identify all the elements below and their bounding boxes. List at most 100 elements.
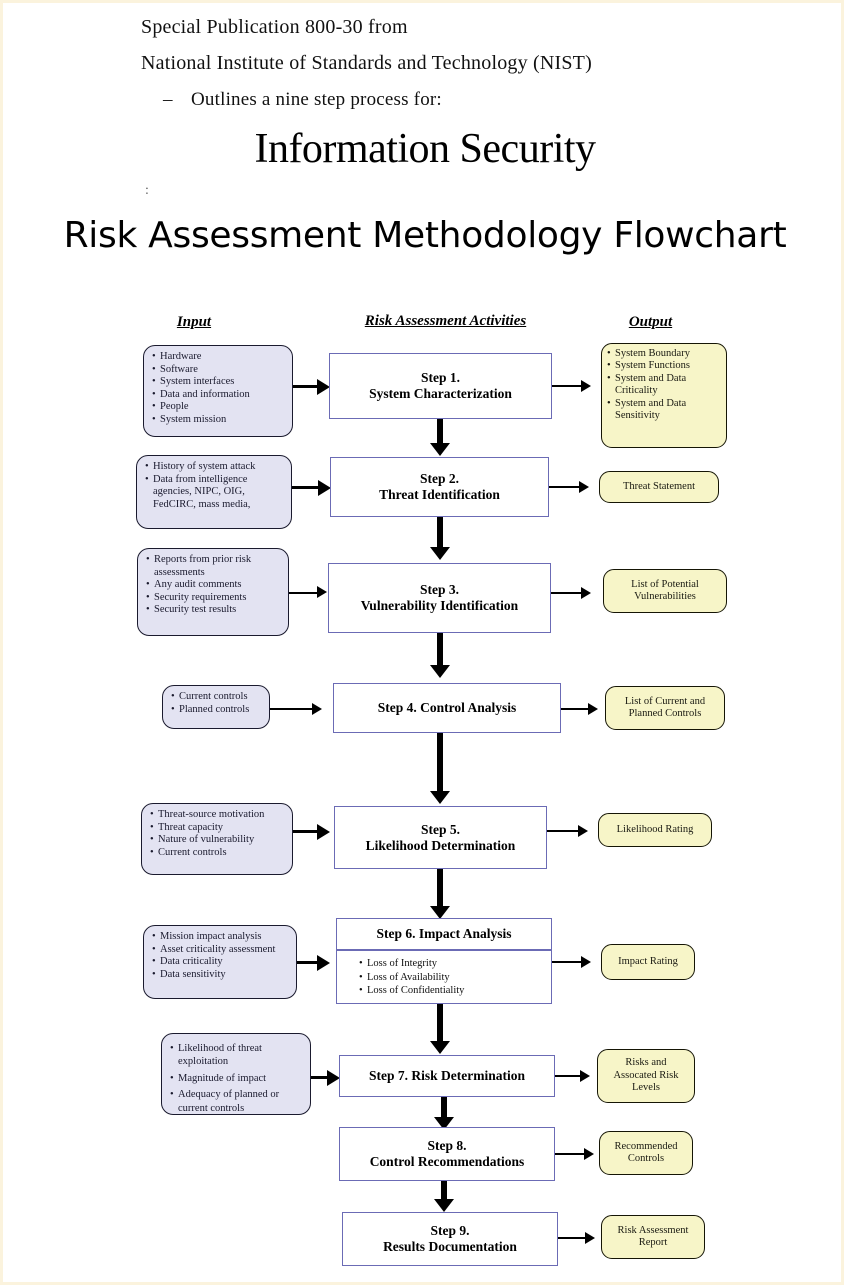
arrow-line-in-6 xyxy=(297,961,319,965)
publication-line-1: Special Publication 800-30 from xyxy=(141,16,408,38)
arrow-head-out-4 xyxy=(588,703,598,715)
input-item: Software xyxy=(160,363,198,375)
output-item-cont: Criticality xyxy=(615,385,658,397)
arrow-head-out-7 xyxy=(580,1070,590,1082)
flow-arrow-7-8 xyxy=(434,1117,454,1130)
flow-arrow-1-2 xyxy=(430,443,450,456)
output-item-cont: Sensitivity xyxy=(615,410,660,422)
bullet-dash: – xyxy=(163,89,173,110)
arrow-head-out-5 xyxy=(578,825,588,837)
flow-arrow-5-6 xyxy=(430,906,450,919)
arrow-line-out-8 xyxy=(555,1153,587,1155)
output-item: List of Current and xyxy=(624,695,706,707)
step-name: Results Documentation xyxy=(383,1239,517,1254)
flow-line-1-2 xyxy=(437,419,443,447)
input-item: Likelihood of threat xyxy=(178,1043,262,1054)
input-item: Data and information xyxy=(160,388,250,400)
input-item-cont: assessments xyxy=(154,566,205,578)
flow-line-7-8 xyxy=(441,1097,447,1121)
arrow-line-out-6 xyxy=(552,961,584,963)
publication-line-2: National Institute of Standards and Tech… xyxy=(141,52,592,74)
step-number: Step 9. xyxy=(430,1223,470,1238)
input-item: Current controls xyxy=(158,846,227,858)
flow-line-2-3 xyxy=(437,517,443,551)
input-box-step-2: •History of system attack •Data from int… xyxy=(136,455,292,529)
output-item: Report xyxy=(638,1237,668,1248)
arrow-line-in-3 xyxy=(289,592,320,594)
input-box-step-3: •Reports from prior risk assessments •An… xyxy=(137,548,289,636)
step-number: Step 2. xyxy=(419,471,459,486)
arrow-line-out-4 xyxy=(561,708,591,710)
output-item: Vulnerabilities xyxy=(634,591,696,602)
arrow-head-in-5 xyxy=(317,824,330,840)
output-item: Threat Statement xyxy=(622,480,695,492)
input-item: Threat capacity xyxy=(158,821,223,833)
arrow-head-in-3 xyxy=(317,586,327,598)
arrow-head-in-1 xyxy=(317,379,330,395)
arrow-head-out-9 xyxy=(585,1232,595,1244)
input-item: Adequacy of planned or xyxy=(178,1089,280,1101)
output-box-step-2: Threat Statement xyxy=(599,471,719,503)
flow-line-8-9 xyxy=(441,1181,447,1203)
output-box-step-4: List of Current and Planned Controls xyxy=(605,686,725,730)
step-box-9: Step 9. Results Documentation xyxy=(342,1212,565,1273)
input-box-step-6: •Mission impact analysis •Asset critical… xyxy=(143,925,297,999)
arrow-line-out-3 xyxy=(551,592,583,594)
output-box-step-5: Likelihood Rating xyxy=(598,813,712,847)
output-box-step-9: Risk Assessment Report xyxy=(601,1215,705,1259)
input-item: System mission xyxy=(160,413,227,425)
flow-arrow-8-9 xyxy=(434,1199,454,1212)
output-item: Planned Controls xyxy=(628,708,702,719)
page-title: Risk Assessment Methodology Flowchart xyxy=(63,215,787,256)
input-item: Data from intelligence xyxy=(153,473,248,485)
step-box-7: Step 7. Risk Determination xyxy=(339,1055,562,1104)
flow-line-5-6 xyxy=(437,869,443,911)
step-name: Step 7. Risk Determination xyxy=(369,1068,525,1083)
step-name: System Characterization xyxy=(369,386,512,401)
input-item-cont: exploitation xyxy=(178,1056,229,1068)
input-item-cont: agencies, NIPC, OIG, xyxy=(153,486,245,498)
output-item: Impact Rating xyxy=(618,955,678,967)
input-item: Security requirements xyxy=(154,591,247,603)
step-number: Step 3. xyxy=(419,582,459,597)
output-box-step-8: Recommended Controls xyxy=(599,1131,693,1175)
step-name: Vulnerability Identification xyxy=(360,598,519,613)
arrow-head-in-2 xyxy=(318,480,331,496)
output-box-step-6: Impact Rating xyxy=(601,944,695,980)
output-item: Likelihood Rating xyxy=(616,823,694,835)
input-item: System interfaces xyxy=(160,376,235,388)
input-item: Reports from prior risk xyxy=(154,554,252,565)
arrow-line-out-1 xyxy=(552,385,584,387)
output-item: Assocated Risk xyxy=(613,1069,679,1081)
input-item: Magnitude of impact xyxy=(178,1072,267,1084)
output-box-step-3: List of Potential Vulnerabilities xyxy=(603,569,727,613)
output-box-step-7: Risks and Assocated Risk Levels xyxy=(597,1049,695,1103)
flow-line-6-7 xyxy=(437,1004,443,1046)
column-heading-activities: Risk Assessment Activities xyxy=(364,313,527,329)
arrow-line-in-2 xyxy=(292,486,320,490)
arrow-head-out-3 xyxy=(581,587,591,599)
flow-arrow-6-7 xyxy=(430,1041,450,1054)
step-name: Threat Identification xyxy=(379,487,500,502)
step-box-6: Step 6. Impact Analysis •Loss of Integri… xyxy=(336,918,559,1011)
input-box-step-5: •Threat-source motivation •Threat capaci… xyxy=(141,803,293,875)
output-item: Levels xyxy=(631,1082,660,1094)
step-box-3: Step 3. Vulnerability Identification xyxy=(328,563,558,640)
flow-line-3-4 xyxy=(437,633,443,669)
input-item: Hardware xyxy=(160,351,202,362)
arrow-line-in-4 xyxy=(270,708,314,710)
arrow-line-out-7 xyxy=(555,1075,583,1077)
input-item: Planned controls xyxy=(179,703,250,715)
step-name: Step 6. Impact Analysis xyxy=(376,926,512,941)
input-item-cont: current controls xyxy=(178,1102,245,1114)
step-box-1: Step 1. System Characterization xyxy=(329,353,559,426)
input-item: Data criticality xyxy=(160,956,223,968)
input-item: Security test results xyxy=(154,604,237,616)
input-box-step-1: •Hardware •Software •System interfaces •… xyxy=(143,345,293,437)
flow-line-4-5 xyxy=(437,733,443,795)
arrow-head-in-7 xyxy=(327,1070,340,1086)
arrow-line-out-9 xyxy=(558,1237,588,1239)
flow-arrow-3-4 xyxy=(430,665,450,678)
arrow-line-out-2 xyxy=(549,486,582,488)
output-item: System Functions xyxy=(615,360,690,372)
